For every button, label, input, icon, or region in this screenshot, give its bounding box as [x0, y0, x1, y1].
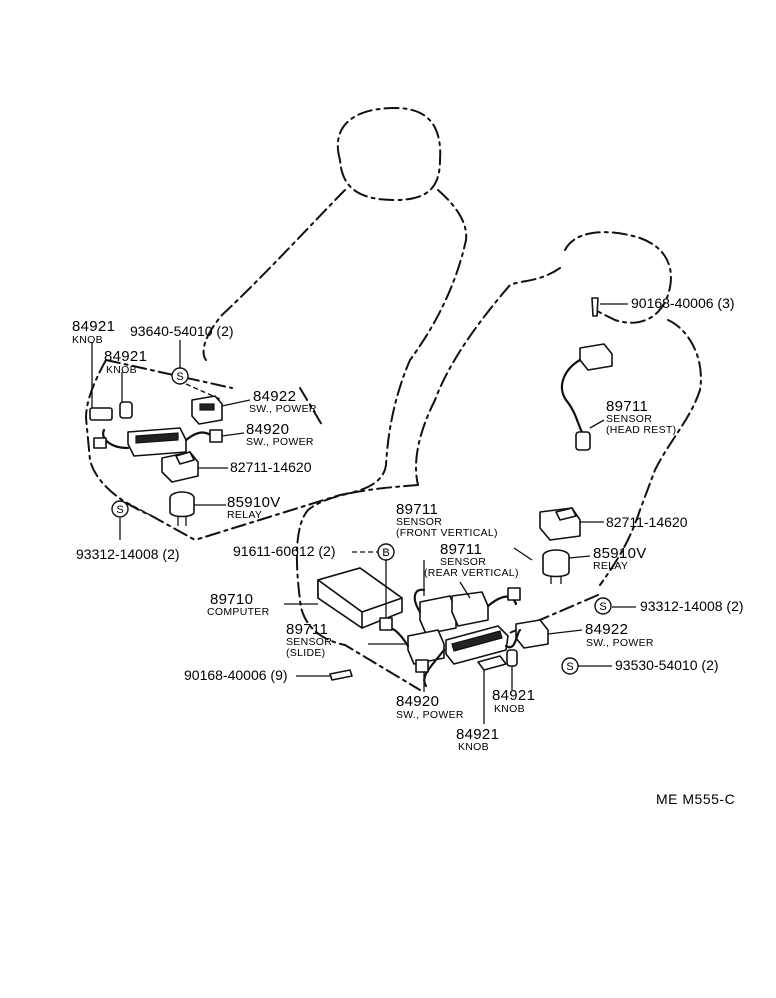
- knob-left-a: [89, 407, 113, 421]
- label-84920-c-name: SW., POWER: [396, 709, 464, 721]
- bolt-symbol: B: [377, 543, 395, 561]
- label-93312-r-pn: 93312-14008 (2): [640, 598, 744, 614]
- bolt-90168: [329, 669, 353, 681]
- connector-center-b: [507, 587, 521, 601]
- label-85910V-r-name: RELAY: [593, 560, 628, 572]
- center-knobs: [477, 649, 518, 671]
- connector-left-a: [93, 437, 107, 449]
- label-84922-name: SW., POWER: [249, 403, 317, 415]
- label-85910V-r-pn: 85910V: [593, 545, 647, 562]
- leader-lines: [91, 303, 636, 724]
- left-knob-parts: [89, 401, 133, 421]
- label-84921-pn: 84921: [72, 318, 115, 335]
- label-82711-pn: 82711-14620: [230, 459, 312, 475]
- label-89711-head-pn: 89711: [606, 398, 648, 415]
- label-89711-slide-name: SENSOR: [286, 636, 332, 648]
- label-89711-front-pn: 89711: [396, 501, 438, 518]
- knob-left-b: [119, 401, 133, 419]
- label-84921-c1-pn: 84921: [492, 687, 535, 704]
- bolt-symbol-text: B: [382, 547, 389, 559]
- left-motor-82711: [161, 451, 199, 483]
- label-84920-c-pn: 84920: [396, 693, 439, 710]
- left-relay-85910V: [169, 491, 195, 526]
- label-89711-rear-name: SENSOR: [440, 556, 486, 568]
- left-power-switch-84922: [191, 395, 223, 425]
- connector-left-b: [209, 429, 223, 443]
- label-85910V-pn: 85910V: [227, 494, 281, 511]
- label-84921-c2-name: KNOB: [458, 741, 489, 753]
- label-91611-pn: 91611-60612 (2): [233, 543, 335, 559]
- label-89711-slide-sub: (SLIDE): [286, 647, 325, 659]
- computer-89710: [317, 567, 403, 629]
- headrest-sensor-89711: [560, 297, 613, 451]
- label-89711-rear-pn: 89711: [440, 541, 482, 558]
- label-89711-head-name: SENSOR: [606, 413, 652, 425]
- left-power-switch-84920: [93, 427, 223, 457]
- diagram-code: ME M555-C: [656, 791, 735, 807]
- label-84922-r-pn: 84922: [585, 621, 628, 638]
- label-82711-r-pn: 82711-14620: [606, 514, 688, 530]
- screw-symbol-left-bottom: S: [111, 500, 129, 518]
- right-motor-82711: [539, 507, 581, 541]
- screw-symbol-right-a: S: [594, 597, 612, 615]
- label-84921-c2-pn: 84921: [456, 726, 499, 743]
- label-93312-pn: 93312-14008 (2): [76, 546, 180, 562]
- label-84921b-name: KNOB: [106, 364, 137, 376]
- screw-symbol-text: S: [176, 371, 183, 383]
- label-89711-head-sub: (HEAD REST): [606, 424, 676, 436]
- label-84922-pn: 84922: [253, 388, 296, 405]
- label-84922-r-name: SW., POWER: [586, 637, 654, 649]
- label-89711-rear-sub: (REAR VERTICAL): [424, 567, 519, 579]
- connector-center-c: [379, 617, 393, 631]
- label-84921-name: KNOB: [72, 334, 103, 346]
- label-93530-pn: 93530-54010 (2): [615, 657, 719, 673]
- center-sensor-assembly: [379, 587, 549, 688]
- label-90168-pn: 90168-40006 (3): [631, 295, 735, 311]
- connector-center-a: [415, 659, 429, 673]
- label-84920-pn: 84920: [246, 421, 289, 438]
- screw-symbol-right-b: S: [561, 657, 579, 675]
- screw-symbol-left-top: S: [171, 367, 189, 385]
- label-89710-name: COMPUTER: [207, 606, 270, 618]
- label-89711-front-sub: (FRONT VERTICAL): [396, 527, 498, 539]
- label-90168-c-pn: 90168-40006 (9): [184, 667, 288, 683]
- screw-symbol-text: S: [116, 504, 123, 516]
- screw-symbol-text: S: [599, 601, 606, 613]
- label-84921b-pn: 84921: [104, 348, 147, 365]
- label-84920-name: SW., POWER: [246, 436, 314, 448]
- label-84921-c1-name: KNOB: [494, 703, 525, 715]
- label-85910V-name: RELAY: [227, 509, 262, 521]
- left-seat-outline: [85, 107, 468, 541]
- right-relay-85910V: [542, 549, 570, 584]
- label-89711-front-name: SENSOR: [396, 516, 442, 528]
- label-89711-slide-pn: 89711: [286, 621, 328, 638]
- screw-symbol-text: S: [566, 661, 573, 673]
- label-93640-pn: 93640-54010 (2): [130, 323, 234, 339]
- label-89710-pn: 89710: [210, 591, 253, 608]
